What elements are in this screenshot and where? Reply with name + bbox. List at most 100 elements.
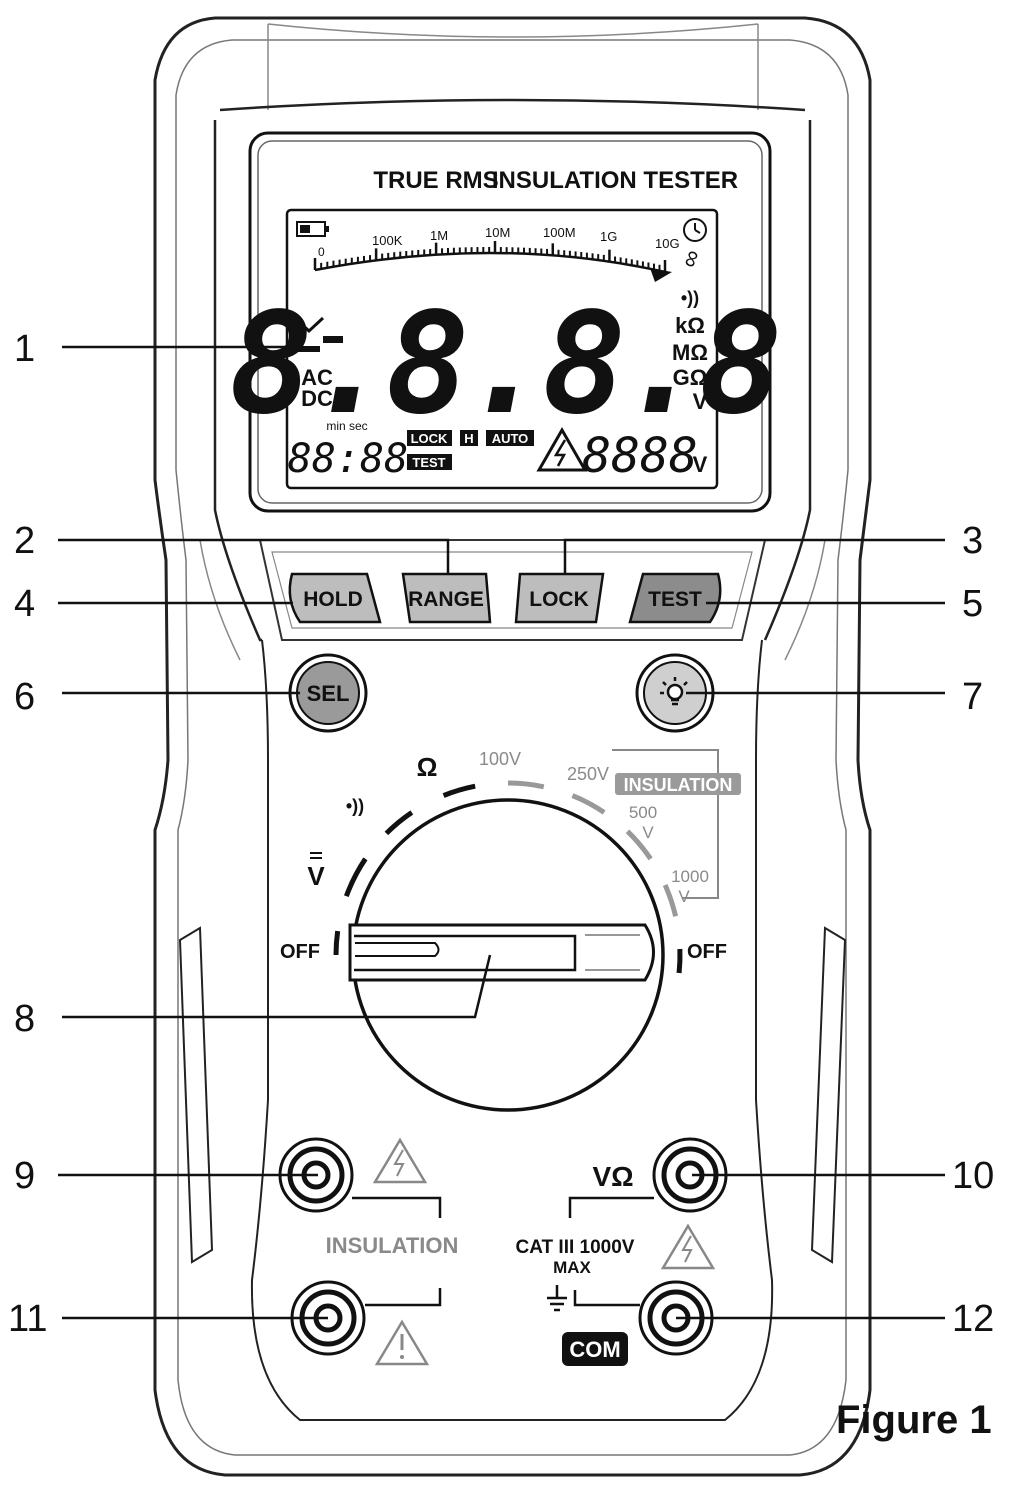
svg-text:LOCK: LOCK — [411, 431, 448, 446]
insulation-range-bracket — [612, 749, 719, 899]
brand-insulation-tester: INSULATION TESTER — [492, 167, 738, 194]
scale-label-1m: 1M — [430, 228, 448, 243]
dial-500-unit: V — [642, 823, 654, 842]
backlight-icon — [660, 677, 690, 706]
test-annunciator: TEST — [407, 454, 452, 470]
dial-voltage-label: V — [307, 852, 325, 891]
svg-text:TEST: TEST — [412, 455, 445, 470]
scale-label-0: 0 — [318, 245, 325, 259]
leader-lines — [58, 345, 945, 1320]
svg-text:H: H — [464, 431, 473, 446]
bargraph-scale — [313, 241, 667, 274]
svg-text:RANGE: RANGE — [408, 588, 484, 611]
dial-1000-label: 1000 — [671, 867, 709, 886]
svg-text:V: V — [307, 861, 325, 891]
callout-8: 8 — [14, 998, 36, 1040]
dial-mark-6 — [625, 829, 653, 861]
lcd-window — [248, 131, 772, 513]
unit-volt: V — [693, 389, 708, 414]
scale-arc — [314, 251, 666, 274]
dial-continuity-label: •)) — [346, 796, 364, 816]
terminal-volt-ohm[interactable] — [652, 1137, 728, 1213]
scale-infinity: ∞ — [675, 246, 706, 271]
insulation-badge: INSULATION — [615, 773, 741, 795]
meter-body — [153, 16, 872, 1477]
svg-text:LOCK: LOCK — [529, 588, 589, 611]
max-label: MAX — [553, 1258, 591, 1277]
dial-mark-5 — [571, 793, 606, 815]
high-voltage-warning-icon — [536, 426, 588, 472]
high-voltage-warning-icon-right — [660, 1223, 716, 1270]
dc-voltage-symbol — [293, 316, 325, 352]
cat-rating-label: CAT III 1000V — [516, 1237, 635, 1258]
callout-11: 11 — [8, 1298, 48, 1340]
range-button[interactable]: RANGE — [401, 572, 492, 624]
caution-warning-icon — [374, 1319, 430, 1366]
svg-text:TEST: TEST — [648, 588, 702, 611]
scale-label-100k: 100K — [372, 233, 403, 248]
brand-true-rms: TRUE RMS — [373, 167, 498, 194]
dial-ohm-label: Ω — [417, 752, 438, 782]
svg-text:SEL: SEL — [307, 681, 350, 706]
dial-mark-7 — [662, 884, 679, 917]
dial-mark-1 — [344, 857, 368, 898]
leader-2 — [58, 538, 450, 574]
dial-mark-3 — [442, 783, 476, 798]
ground-icon — [547, 1285, 567, 1312]
dial-mark-2 — [384, 810, 414, 836]
callout-2: 2 — [14, 520, 36, 562]
callout-3: 3 — [962, 520, 984, 562]
callout-4: 4 — [14, 583, 36, 625]
main-reading: 8.8.8.8 — [229, 283, 777, 446]
test-button[interactable]: TEST — [628, 572, 722, 624]
figure-title: Figure 1 — [836, 1398, 992, 1442]
lock-button[interactable]: LOCK — [514, 572, 605, 624]
timer-label: min sec — [326, 419, 367, 433]
svg-text:HOLD: HOLD — [303, 588, 363, 611]
scale-label-1g: 1G — [600, 229, 617, 244]
svg-text:COM: COM — [569, 1337, 620, 1362]
test-voltage-reading: 8888 — [582, 428, 698, 484]
ac-indicator: AC — [301, 365, 333, 390]
dial-mark-4 — [507, 780, 545, 790]
test-voltage-unit: V — [693, 452, 708, 477]
insulation-terminal-label: INSULATION — [326, 1233, 459, 1258]
callout-6: 6 — [14, 676, 36, 718]
leader-8 — [62, 954, 492, 1019]
timer-reading: 88:88 — [288, 436, 408, 482]
unit-continuity: •)) — [681, 288, 699, 308]
battery-icon — [296, 221, 329, 237]
scale-arrow-icon — [650, 268, 672, 282]
scale-label-10g: 10G — [655, 236, 680, 251]
sel-button[interactable]: SEL — [288, 653, 368, 733]
minus-sign — [323, 336, 343, 343]
scale-label-10m: 10M — [485, 225, 510, 240]
callout-10: 10 — [952, 1155, 995, 1197]
backlight-button[interactable] — [635, 653, 715, 733]
dial-250v-label: 250V — [567, 764, 609, 784]
auto-annunciator: AUTO — [486, 430, 534, 446]
callout-9: 9 — [14, 1155, 36, 1197]
dial-off-left: OFF — [280, 941, 320, 963]
unit-kohm: kΩ — [675, 313, 705, 338]
dial-500-label: 500 — [629, 803, 657, 822]
unit-mohm: MΩ — [672, 340, 708, 365]
callout-5: 5 — [962, 583, 984, 625]
unit-annunciators: •)) kΩ MΩ GΩ V — [672, 288, 708, 414]
hold-button[interactable]: HOLD — [288, 572, 382, 624]
dial-off-right: OFF — [687, 941, 727, 963]
terminal-brackets — [352, 1196, 654, 1307]
dial-mark-8 — [676, 948, 683, 974]
dial-mark-0 — [333, 930, 341, 956]
volt-ohm-label: VΩ — [592, 1161, 633, 1192]
lock-annunciator: LOCK — [407, 430, 452, 446]
unit-gohm: GΩ — [673, 365, 708, 390]
high-voltage-warning-icon — [372, 1137, 428, 1184]
dial-100v-label: 100V — [479, 749, 521, 769]
callout-1: 1 — [14, 328, 36, 370]
clock-icon — [683, 218, 707, 242]
rotary-switch[interactable] — [348, 798, 665, 1112]
dial-position-marks — [333, 780, 683, 974]
